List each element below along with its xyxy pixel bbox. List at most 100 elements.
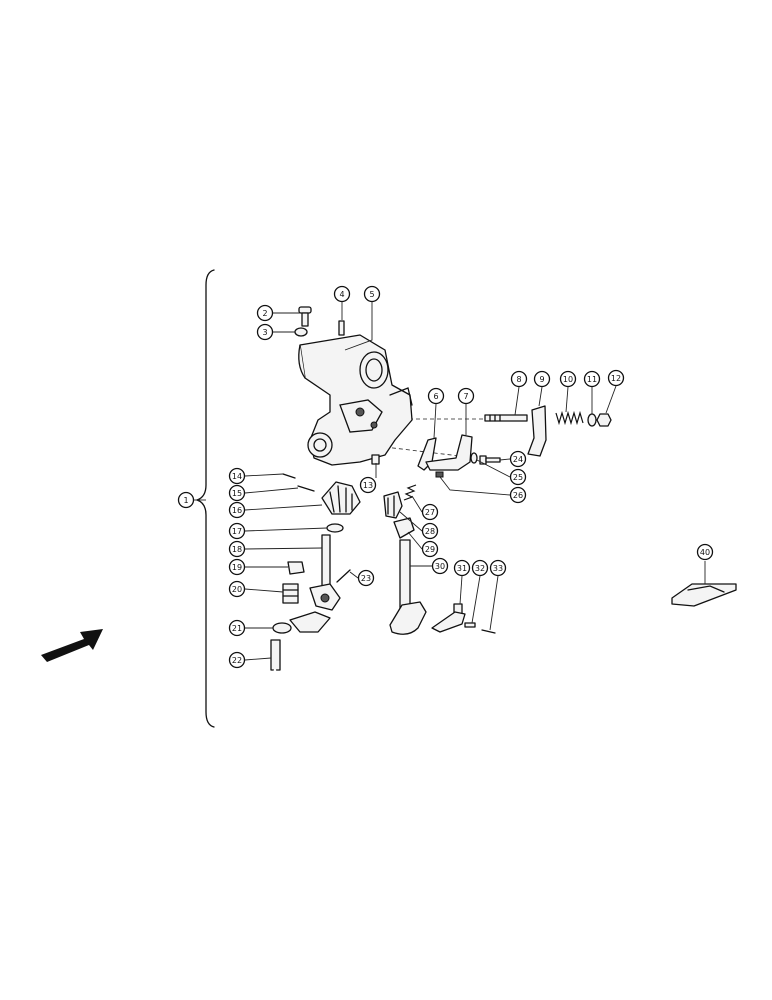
selector-shaft [389, 539, 427, 635]
callout-circle [177, 491, 195, 509]
threaded-rod [484, 414, 528, 422]
callout-number: 7 [463, 392, 468, 401]
grease-nipple [338, 320, 345, 336]
callout-circle [228, 522, 246, 540]
callout-circle [453, 559, 471, 577]
callout-number: 4 [339, 290, 344, 299]
callout-circle [471, 559, 489, 577]
leader-line [407, 531, 423, 550]
callout-number: 8 [516, 375, 521, 384]
callout-21: 21 [228, 619, 246, 637]
bracket-plate [527, 405, 547, 457]
callout-number: 2 [262, 309, 267, 318]
leader-line [244, 504, 323, 511]
callout-16: 16 [228, 501, 246, 519]
callout-circle [228, 619, 246, 637]
callout-circle [509, 468, 527, 486]
callout-10: 10 [559, 370, 577, 388]
leader-line [244, 588, 284, 593]
washer [294, 327, 308, 337]
shift-fork [431, 603, 466, 633]
lever-bracket [425, 434, 473, 471]
callout-31: 31 [453, 559, 471, 577]
leader-line [244, 487, 299, 494]
callout-11: 11 [583, 370, 601, 388]
callout-circle [421, 503, 439, 521]
bolt [298, 306, 312, 327]
callout-circle [363, 285, 381, 303]
castle-nut [287, 561, 305, 575]
leader-line [244, 657, 272, 661]
nut [596, 413, 612, 427]
callout-29: 29 [421, 540, 439, 558]
leader-line [244, 527, 328, 532]
leader-line [514, 386, 520, 416]
callout-40: 40 [696, 543, 714, 561]
callout-7: 7 [457, 387, 475, 405]
callout-number: 21 [232, 624, 242, 633]
callout-number: 25 [513, 473, 523, 482]
washer [587, 413, 597, 427]
callout-number: 40 [700, 548, 710, 557]
callout-circle [489, 559, 507, 577]
callout-number: 18 [232, 545, 242, 554]
callout-number: 28 [425, 527, 435, 536]
callout-17: 17 [228, 522, 246, 540]
pinion-gear [383, 491, 403, 519]
callout-circle [607, 369, 625, 387]
callout-8: 8 [510, 370, 528, 388]
pin [371, 454, 380, 465]
callout-circle [228, 501, 246, 519]
callout-circle [228, 484, 246, 502]
leader-line [499, 458, 511, 461]
callout-circle [533, 370, 551, 388]
callout-number: 24 [513, 455, 523, 464]
small-spring [403, 484, 417, 501]
callout-27: 27 [421, 503, 439, 521]
leader-line [399, 511, 423, 532]
leader-line [244, 547, 323, 550]
callout-20: 20 [228, 580, 246, 598]
callout-24: 24 [509, 450, 527, 468]
detent-pin [481, 629, 496, 634]
callout-2: 2 [256, 304, 274, 322]
callout-number: 30 [435, 562, 445, 571]
callout-number: 15 [232, 489, 242, 498]
callout-32: 32 [471, 559, 489, 577]
leader-line [244, 473, 284, 477]
bush [282, 583, 299, 604]
pin [435, 471, 444, 478]
callout-19: 19 [228, 558, 246, 576]
steering-housing [298, 334, 413, 466]
callout-number: 1 [183, 496, 188, 505]
callout-number: 22 [232, 656, 242, 665]
callout-number: 32 [475, 564, 485, 573]
leader-line [433, 403, 437, 439]
callout-circle [509, 486, 527, 504]
spring-pin [336, 569, 351, 583]
callout-23: 23 [357, 569, 375, 587]
direction-arrow-icon [41, 629, 103, 662]
callout-number: 14 [232, 472, 242, 481]
callout-1: 1 [177, 491, 195, 509]
callout-25: 25 [509, 468, 527, 486]
callout-number: 5 [369, 290, 374, 299]
callout-number: 16 [232, 506, 242, 515]
leader-line [489, 575, 499, 631]
callout-4: 4 [333, 285, 351, 303]
callout-number: 26 [513, 491, 523, 500]
callout-circle [427, 387, 445, 405]
callout-number: 19 [232, 563, 242, 572]
callout-circle [421, 522, 439, 540]
callout-circle [228, 580, 246, 598]
bevel-gear [321, 481, 361, 515]
steering-link-rod [267, 639, 307, 715]
leader-line [459, 575, 463, 605]
callout-12: 12 [607, 369, 625, 387]
callout-14: 14 [228, 467, 246, 485]
callout-circle [583, 370, 601, 388]
drop-arm [272, 611, 331, 634]
callout-number: 11 [587, 375, 597, 384]
callout-number: 31 [457, 564, 467, 573]
